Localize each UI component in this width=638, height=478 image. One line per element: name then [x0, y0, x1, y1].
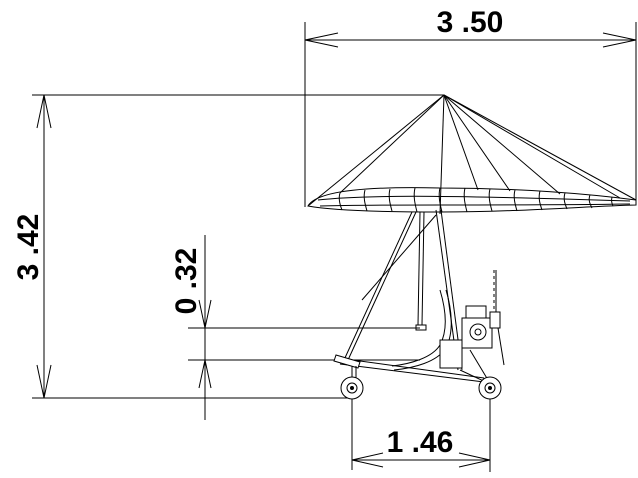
seat-offset-label: 0 .32 — [170, 248, 203, 315]
dimension-total-height — [32, 94, 444, 399]
wheel-base-label: 1 .46 — [387, 426, 454, 459]
wing — [307, 187, 637, 213]
seat — [391, 289, 463, 371]
rear-wheel — [478, 376, 502, 400]
wing-span-label: 3 .50 — [437, 6, 504, 39]
front-wheel — [340, 376, 364, 400]
king-post-rigging — [307, 94, 637, 215]
ultralight-trike — [307, 94, 637, 400]
engine — [461, 270, 505, 366]
total-height-label: 3 .42 — [12, 214, 45, 281]
dimension-wheel-base — [351, 398, 491, 472]
dimension-seat-offset — [188, 235, 420, 420]
fuselage-undercarriage — [333, 349, 491, 386]
dimension-wing-span — [304, 22, 637, 207]
